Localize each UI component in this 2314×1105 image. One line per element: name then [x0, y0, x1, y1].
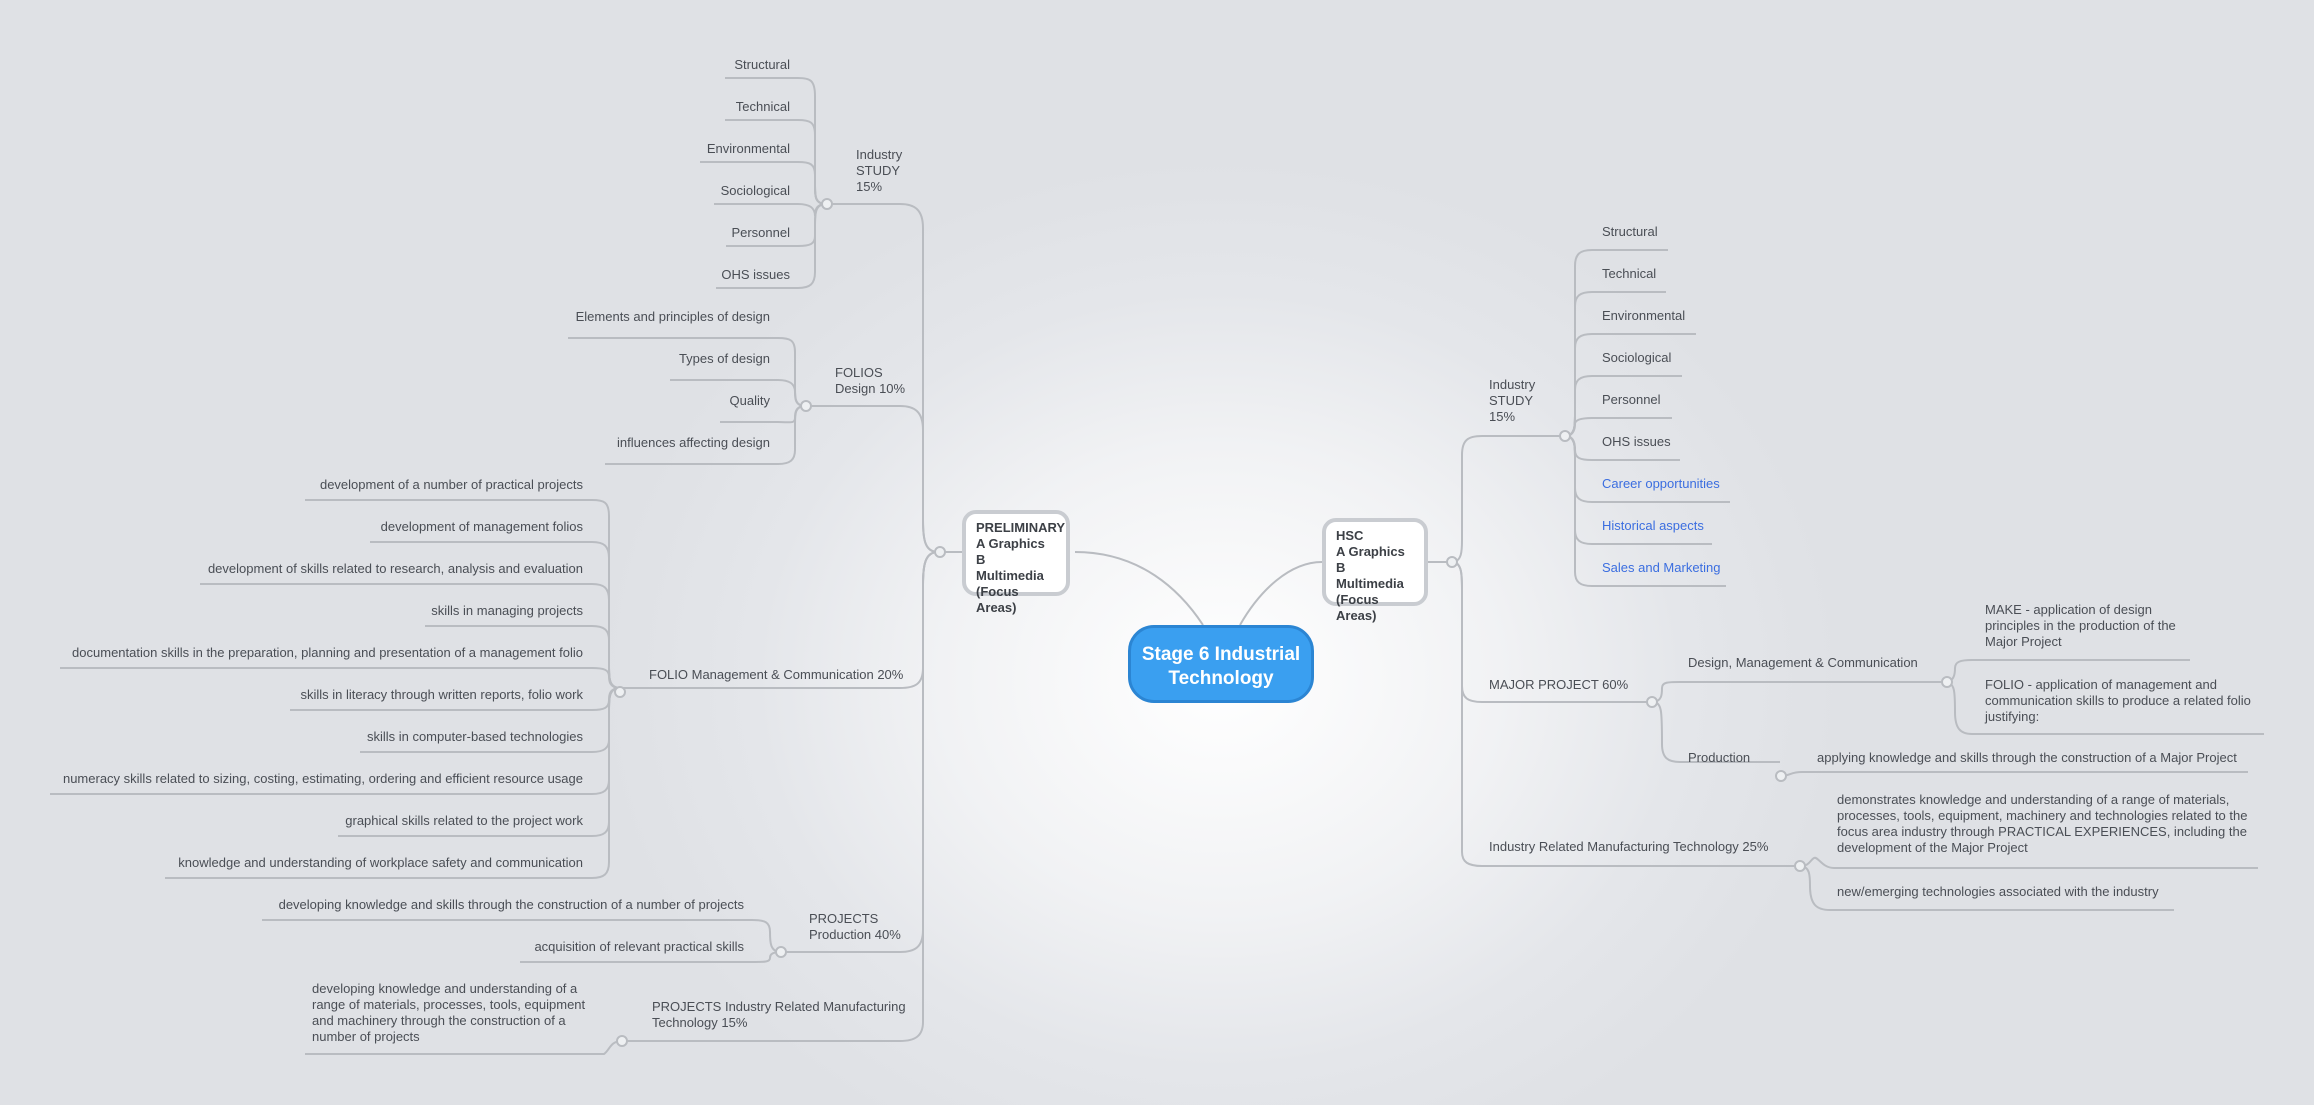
- prelim-irmt-item[interactable]: developing knowledge and understanding o…: [312, 981, 586, 1044]
- prelim-design-item[interactable]: Elements and principles of design: [575, 309, 770, 324]
- prelim-management-item[interactable]: skills in computer-based technologies: [366, 729, 583, 744]
- hsc-sales-link[interactable]: Sales and Marketing: [1602, 560, 1721, 575]
- hsc-irmt-item[interactable]: demonstrates knowledge and understanding…: [1837, 792, 2248, 855]
- hsc-major-project-label[interactable]: MAJOR PROJECT 60%: [1489, 677, 1629, 692]
- hsc-study-item[interactable]: Sociological: [1602, 350, 1672, 365]
- prelim-design-item[interactable]: influences affecting design: [617, 435, 770, 450]
- prelim-design-item[interactable]: Types of design: [678, 351, 770, 366]
- prelim-study-item[interactable]: OHS issues: [721, 267, 790, 282]
- hsc-industry-study-label[interactable]: Industry STUDY 15%: [1489, 377, 1536, 424]
- prelim-study-item[interactable]: Environmental: [706, 141, 790, 156]
- prelim-management-item[interactable]: skills in managing projects: [431, 603, 583, 618]
- hsc-irmt-item[interactable]: new/emerging technologies associated wit…: [1837, 884, 2159, 899]
- prelim-production-item[interactable]: developing knowledge and skills through …: [278, 897, 744, 912]
- prelim-management-item[interactable]: development of management folios: [380, 519, 583, 534]
- hsc-design-label[interactable]: Design, Management & Communication: [1688, 655, 1918, 670]
- prelim-folios-design-label[interactable]: FOLIOS Design 10%: [835, 365, 906, 396]
- prelim-management-item[interactable]: numeracy skills related to sizing, costi…: [62, 771, 583, 786]
- prelim-projects-production-label[interactable]: PROJECTS Production 40%: [809, 911, 901, 942]
- prelim-management-item[interactable]: skills in literacy through written repor…: [300, 687, 584, 702]
- prelim-management-item[interactable]: development of skills related to researc…: [207, 561, 583, 576]
- hsc-irmt-label[interactable]: Industry Related Manufacturing Technolog…: [1489, 839, 1769, 854]
- hsc-study-item[interactable]: Technical: [1602, 266, 1657, 281]
- prelim-study-item[interactable]: Personnel: [731, 225, 790, 240]
- hsc-study-item[interactable]: Personnel: [1602, 392, 1661, 407]
- prelim-management-item[interactable]: development of a number of practical pro…: [319, 477, 583, 492]
- hsc-historical-link[interactable]: Historical aspects: [1602, 518, 1704, 533]
- prelim-study-item[interactable]: Structural: [734, 57, 790, 72]
- hsc-study-item[interactable]: Structural: [1602, 224, 1658, 239]
- prelim-management-item[interactable]: knowledge and understanding of workplace…: [178, 855, 583, 870]
- prelim-production-item[interactable]: acquisition of relevant practical skills: [534, 939, 744, 954]
- hsc-node[interactable]: HSC A Graphics B Multimedia (Focus Areas…: [1322, 518, 1428, 623]
- central-topic[interactable]: Stage 6 Industrial Technology: [1128, 625, 1314, 703]
- hsc-study-item[interactable]: Environmental: [1602, 308, 1686, 323]
- prelim-folio-management-label[interactable]: FOLIO Management & Communication 20%: [649, 667, 904, 682]
- hsc-study-item[interactable]: OHS issues: [1602, 434, 1671, 449]
- hsc-career-link[interactable]: Career opportunities: [1602, 476, 1720, 491]
- prelim-industry-study-label[interactable]: Industry STUDY 15%: [856, 147, 903, 194]
- hsc-production-item[interactable]: applying knowledge and skills through th…: [1817, 750, 2237, 765]
- preliminary-node[interactable]: PRELIMINARY A Graphics B Multimedia (Foc…: [962, 510, 1070, 615]
- prelim-projects-irmt-label[interactable]: PROJECTS Industry Related Manufacturing …: [652, 999, 906, 1030]
- hsc-folio-item[interactable]: FOLIO - application of management and co…: [1985, 677, 2251, 724]
- prelim-management-item[interactable]: documentation skills in the preparation,…: [72, 645, 583, 660]
- prelim-management-item[interactable]: graphical skills related to the project …: [345, 813, 583, 828]
- prelim-study-item[interactable]: Technical: [735, 99, 790, 114]
- hsc-production-label[interactable]: Production: [1688, 750, 1751, 765]
- prelim-study-item[interactable]: Sociological: [720, 183, 790, 198]
- prelim-design-item[interactable]: Quality: [729, 393, 770, 408]
- hsc-make-item[interactable]: MAKE - application of design principles …: [1985, 602, 2176, 649]
